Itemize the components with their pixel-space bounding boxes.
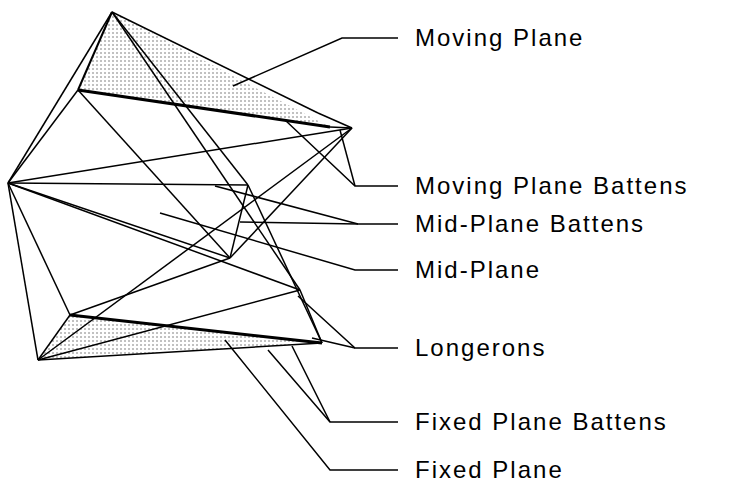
leader-lines xyxy=(160,38,398,470)
moving-plane xyxy=(78,12,352,128)
part-label: Mid-Plane xyxy=(415,258,541,282)
part-label: Fixed Plane xyxy=(415,458,564,482)
truss-members xyxy=(8,12,352,360)
part-label: Fixed Plane Battens xyxy=(415,410,668,434)
part-label: Moving Plane xyxy=(415,26,584,50)
part-label: Longerons xyxy=(415,336,546,360)
part-label: Mid-Plane Battens xyxy=(415,212,645,236)
part-label: Moving Plane Battens xyxy=(415,174,688,198)
